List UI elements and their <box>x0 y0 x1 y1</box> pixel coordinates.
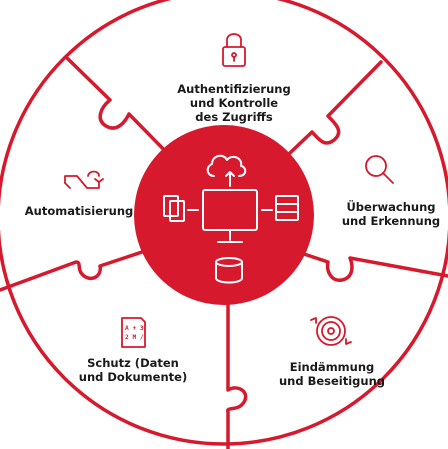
segment-label-protect: Schutz (Daten und Dokumente) <box>68 356 198 384</box>
document-icon <box>121 317 146 348</box>
segment-monitor-line-1: Überwachung <box>346 200 436 214</box>
segment-automate-line-1: Automatisierung <box>24 204 134 218</box>
segment-protect-line-2: und Dokumente) <box>78 370 188 384</box>
segment-auth-line-3: des Zugriffs <box>195 110 273 124</box>
monitor-icon <box>202 189 258 243</box>
segment-label-contain: Eindämmung und Beseitigung <box>266 360 398 388</box>
magnifier-icon <box>365 155 394 184</box>
gear-cycle-icon <box>310 316 352 346</box>
cloud-upload-icon <box>206 154 247 187</box>
padlock-icon <box>222 33 246 67</box>
segment-contain-line-1: Eindämmung <box>289 360 375 374</box>
segment-label-automate: Automatisierung <box>18 204 140 218</box>
document-icon-line-1: A + 3 <box>125 325 144 332</box>
puzzle-dividers <box>0 55 448 449</box>
hub-circle <box>134 125 314 305</box>
segment-label-monitor: Überwachung und Erkennung <box>335 200 447 228</box>
printer-icon <box>261 195 299 221</box>
segment-protect-line-1: Schutz (Daten <box>87 356 179 370</box>
documents-icon <box>163 195 199 222</box>
database-icon <box>215 257 243 284</box>
segment-monitor-line-2: und Erkennung <box>341 214 441 228</box>
segment-label-auth: Authentifizierung und Kontrolle des Zugr… <box>164 82 304 124</box>
central-hub <box>134 125 314 305</box>
document-icon-line-2: 2 M / <box>125 334 144 341</box>
segment-contain-line-2: und Beseitigung <box>278 374 386 388</box>
segment-auth-line-2: und Kontrolle <box>189 96 279 110</box>
segment-auth-line-1: Authentifizierung <box>177 82 291 96</box>
shuffle-arrows-icon <box>64 170 104 189</box>
